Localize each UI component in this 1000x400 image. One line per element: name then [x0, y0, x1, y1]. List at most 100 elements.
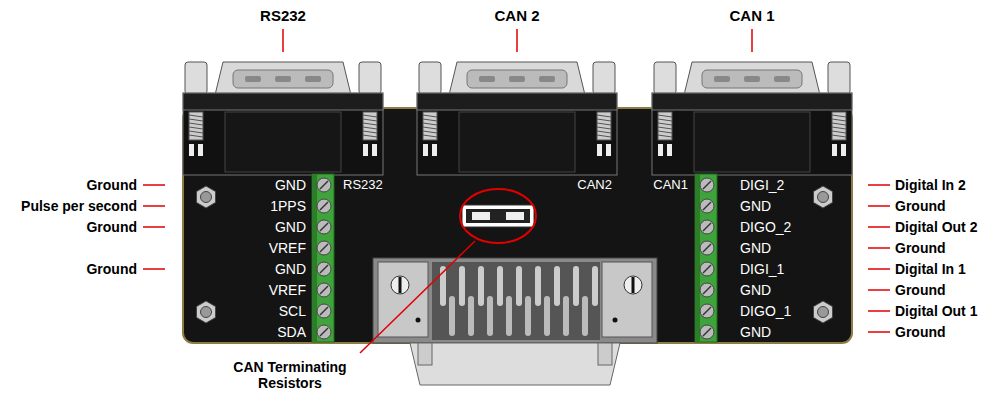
mounting-nut: [814, 186, 833, 208]
pin-name: GND: [275, 219, 306, 235]
terminal-block: [703, 307, 711, 315]
db9-connector: [183, 93, 383, 175]
mounting-nut: [201, 192, 212, 203]
db9-connector: [363, 112, 377, 140]
db25-connector: [373, 258, 657, 343]
terminal-block: [317, 199, 331, 213]
db9-connector: [305, 76, 321, 82]
db25-connector: [468, 296, 474, 336]
db9-connector: [509, 76, 525, 82]
db9-connector: [467, 70, 567, 88]
db9-connector: [198, 144, 203, 156]
terminal-block: [320, 265, 328, 273]
db9-connector: [423, 123, 437, 125]
pin-description: Digital Out 1: [895, 303, 977, 319]
db25-connector: [373, 258, 657, 385]
db9-connector: [832, 144, 837, 156]
terminal-block: [317, 283, 331, 297]
db9-connector: [606, 144, 611, 156]
pin-name: DIGO_1: [740, 303, 791, 319]
db9-connector: [652, 62, 852, 175]
db9-connector: [658, 127, 672, 129]
db9-connector: [423, 112, 437, 140]
terminal-block: [700, 262, 714, 276]
db25-connector: [449, 296, 455, 336]
db9-connector: [189, 144, 194, 156]
db25-connector: [487, 296, 493, 336]
db9-connector: [597, 127, 611, 129]
db25-connector: [416, 318, 421, 323]
db9-connector: [658, 112, 672, 140]
db9-connector: [658, 123, 672, 125]
db9-connector: [423, 119, 437, 121]
db9-connector: [183, 93, 383, 110]
pin-name: GND: [740, 198, 771, 214]
db9-connector: [832, 135, 846, 137]
db9-connector: [593, 62, 615, 94]
db9-connector: [832, 127, 846, 129]
terminal-block: [320, 223, 328, 231]
leader-line: [143, 184, 165, 186]
leader-line: [868, 226, 890, 228]
db9-connector: [233, 70, 333, 88]
terminal-block: [703, 244, 711, 252]
pin-description: Digital Out 2: [895, 219, 977, 235]
terminal-block: [317, 325, 331, 339]
db9-connector: [419, 62, 441, 94]
db9-connector: [189, 131, 203, 133]
db25-connector: [624, 276, 642, 294]
db9-connector: [417, 93, 617, 175]
pin-description: Ground: [86, 261, 137, 277]
db9-connector: [363, 131, 377, 133]
mounting-nut: [818, 192, 829, 203]
dip-switch: [466, 209, 530, 223]
db25-connector: [613, 318, 618, 323]
db9-connector: [189, 127, 203, 129]
db9-connector: [372, 144, 377, 156]
terminal-block: [703, 202, 711, 210]
terminal-block: [320, 286, 328, 294]
db9-connector: [479, 76, 495, 82]
terminal-block: [317, 304, 331, 318]
db9-connector: [597, 119, 611, 121]
db9-connector: [658, 119, 672, 121]
pin-description: Ground: [86, 177, 137, 193]
db9-connector: [828, 62, 850, 94]
db9-connector: [714, 76, 730, 82]
db9-connector: [363, 144, 368, 156]
db9-connector: [423, 131, 437, 133]
pin-name: DIGO_2: [740, 219, 791, 235]
db9-connector: [363, 127, 377, 129]
db9-connector: [189, 115, 203, 117]
terminal-block: [312, 174, 334, 342]
pin-description: Digital In 2: [895, 177, 966, 193]
db25-connector: [632, 277, 635, 293]
db25-connector: [563, 296, 569, 336]
db9-connector: [667, 144, 672, 156]
db9-connector: [597, 144, 602, 156]
pin-description: Ground: [895, 324, 946, 340]
callout-label: CAN Terminating Resistors: [220, 359, 360, 391]
terminal-block: [695, 174, 717, 342]
highlight-circle: [460, 189, 536, 243]
pin-name: DIGI_2: [740, 177, 784, 193]
db9-connector: [189, 135, 203, 137]
db25-connector: [399, 277, 402, 293]
db9-connector: [832, 131, 846, 133]
pin-name: VREF: [269, 240, 306, 256]
db9-connector: [654, 62, 676, 94]
terminal-block: [317, 262, 331, 276]
db25-connector: [506, 296, 512, 336]
dip-switch: [462, 205, 534, 227]
leader-line: [282, 29, 284, 52]
db9-connector: [832, 112, 846, 140]
db9-connector: [459, 112, 575, 172]
db25-connector: [391, 276, 409, 294]
db9-connector: [183, 62, 852, 175]
db9-connector: [189, 119, 203, 121]
dip-switch: [472, 212, 490, 220]
pin-description: Ground: [895, 240, 946, 256]
terminal-block: [320, 328, 328, 336]
